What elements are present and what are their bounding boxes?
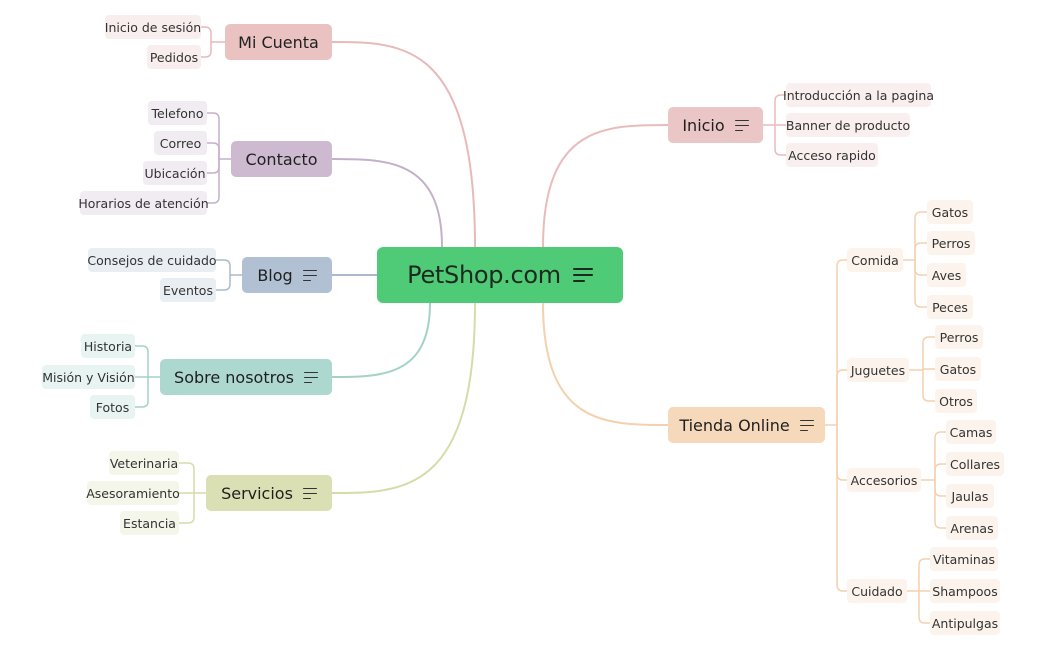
- connector-line: [914, 242, 928, 261]
- topic-contacto[interactable]: Contacto: [231, 141, 332, 177]
- topic-tienda-online[interactable]: Tienda Online: [668, 407, 825, 443]
- connector-line: [922, 369, 936, 402]
- connector-line: [200, 26, 212, 43]
- subtopic-historia[interactable]: Historia: [81, 334, 135, 358]
- connector-line: [134, 376, 149, 408]
- connector-line: [922, 368, 936, 371]
- connector-line: [542, 302, 669, 426]
- topic-sobre-nosotros[interactable]: Sobre nosotros: [160, 359, 332, 395]
- topic-label: Blog: [257, 265, 293, 285]
- connector-line: [914, 259, 928, 308]
- leaf-accesorios-collares[interactable]: Collares: [946, 452, 1004, 476]
- leaf-accesorios-arenas[interactable]: Arenas: [946, 516, 998, 540]
- connector-line: [934, 479, 947, 529]
- connector-line: [836, 259, 848, 426]
- subtopic-horarios[interactable]: Horarios de atención: [78, 191, 209, 215]
- connector-line: [836, 369, 848, 426]
- subtopic-cuidado[interactable]: Cuidado: [847, 579, 907, 603]
- connector-line: [922, 336, 936, 371]
- connector-line: [215, 259, 231, 276]
- connector-line: [934, 431, 947, 481]
- connector-line: [542, 124, 669, 248]
- notes-icon[interactable]: [799, 419, 814, 431]
- connector-line: [934, 463, 947, 481]
- topic-label: Mi Cuenta: [238, 32, 319, 52]
- subtopic-banner-de-producto[interactable]: Banner de producto: [786, 113, 910, 137]
- topic-mi-cuenta[interactable]: Mi Cuenta: [225, 24, 332, 60]
- notes-icon[interactable]: [734, 119, 749, 131]
- notes-icon[interactable]: [303, 371, 318, 383]
- subtopic-correo[interactable]: Correo: [154, 131, 207, 155]
- connector-line: [215, 274, 231, 291]
- connector-line: [331, 41, 476, 248]
- leaf-comida-aves[interactable]: Aves: [927, 263, 966, 287]
- topic-label: Inicio: [682, 115, 725, 135]
- subtopic-pedidos[interactable]: Pedidos: [147, 45, 201, 69]
- connector-line: [200, 41, 212, 58]
- connector-line: [331, 302, 476, 494]
- subtopic-estancia[interactable]: Estancia: [120, 511, 179, 535]
- subtopic-juguetes[interactable]: Juguetes: [847, 358, 909, 382]
- subtopic-mision-y-vision[interactable]: Misión y Visión: [42, 365, 135, 389]
- connector-line: [836, 424, 848, 592]
- topic-blog[interactable]: Blog: [242, 257, 332, 293]
- connector-line: [934, 479, 947, 497]
- topic-label: Sobre nosotros: [174, 367, 294, 387]
- topic-inicio[interactable]: Inicio: [668, 107, 763, 143]
- connector-line: [206, 158, 220, 204]
- connector-line: [206, 158, 220, 174]
- subtopic-asesoramiento[interactable]: Asesoramiento: [86, 481, 180, 505]
- topic-servicios[interactable]: Servicios: [206, 475, 332, 511]
- connector-line: [331, 158, 443, 248]
- connector-line: [918, 590, 931, 624]
- leaf-accesorios-camas[interactable]: Camas: [946, 420, 996, 444]
- leaf-cuidado-antipulgas[interactable]: Antipulgas: [930, 611, 1000, 635]
- leaf-comida-perros[interactable]: Perros: [927, 231, 975, 255]
- notes-icon[interactable]: [302, 487, 317, 499]
- subtopic-veterinaria[interactable]: Veterinaria: [109, 451, 179, 475]
- connector-line: [178, 492, 195, 524]
- connector-line: [914, 211, 928, 261]
- leaf-accesorios-jaulas[interactable]: Jaulas: [946, 484, 994, 508]
- connector-line: [178, 462, 195, 494]
- subtopic-ubicacion[interactable]: Ubicación: [143, 161, 207, 185]
- subtopic-acceso-rapido[interactable]: Acceso rapido: [786, 143, 878, 167]
- connector-line: [134, 345, 149, 378]
- leaf-comida-gatos[interactable]: Gatos: [927, 200, 973, 224]
- subtopic-fotos[interactable]: Fotos: [90, 395, 135, 419]
- connector-line: [918, 558, 931, 592]
- connector-line: [331, 302, 431, 378]
- central-topic[interactable]: PetShop.com: [377, 247, 623, 303]
- leaf-cuidado-shampoos[interactable]: Shampoos: [930, 579, 1000, 603]
- connector-line: [836, 424, 848, 481]
- subtopic-eventos[interactable]: Eventos: [160, 278, 216, 302]
- leaf-juguetes-gatos[interactable]: Gatos: [935, 357, 981, 381]
- connector-line: [774, 124, 787, 156]
- notes-icon[interactable]: [302, 269, 317, 281]
- leaf-cuidado-vitaminas[interactable]: Vitaminas: [930, 547, 998, 571]
- connector-line: [206, 112, 220, 160]
- subtopic-introduccion[interactable]: Introducción a la pagina: [783, 83, 934, 107]
- central-topic-label: PetShop.com: [407, 261, 561, 289]
- connector-line: [206, 142, 220, 160]
- topic-label: Contacto: [245, 149, 318, 169]
- topic-label: Tienda Online: [679, 415, 790, 435]
- topic-label: Servicios: [221, 483, 293, 503]
- subtopic-inicio-de-sesion[interactable]: Inicio de sesión: [105, 15, 201, 39]
- leaf-comida-peces[interactable]: Peces: [927, 295, 973, 319]
- leaf-juguetes-otros[interactable]: Otros: [935, 389, 977, 413]
- connector-line: [914, 259, 928, 276]
- subtopic-accesorios[interactable]: Accesorios: [847, 468, 921, 492]
- subtopic-consejos-de-cuidado[interactable]: Consejos de cuidado: [87, 248, 217, 272]
- leaf-juguetes-perros[interactable]: Perros: [935, 325, 983, 349]
- subtopic-telefono[interactable]: Telefono: [148, 101, 207, 125]
- notes-icon[interactable]: [572, 267, 593, 283]
- subtopic-comida[interactable]: Comida: [847, 248, 903, 272]
